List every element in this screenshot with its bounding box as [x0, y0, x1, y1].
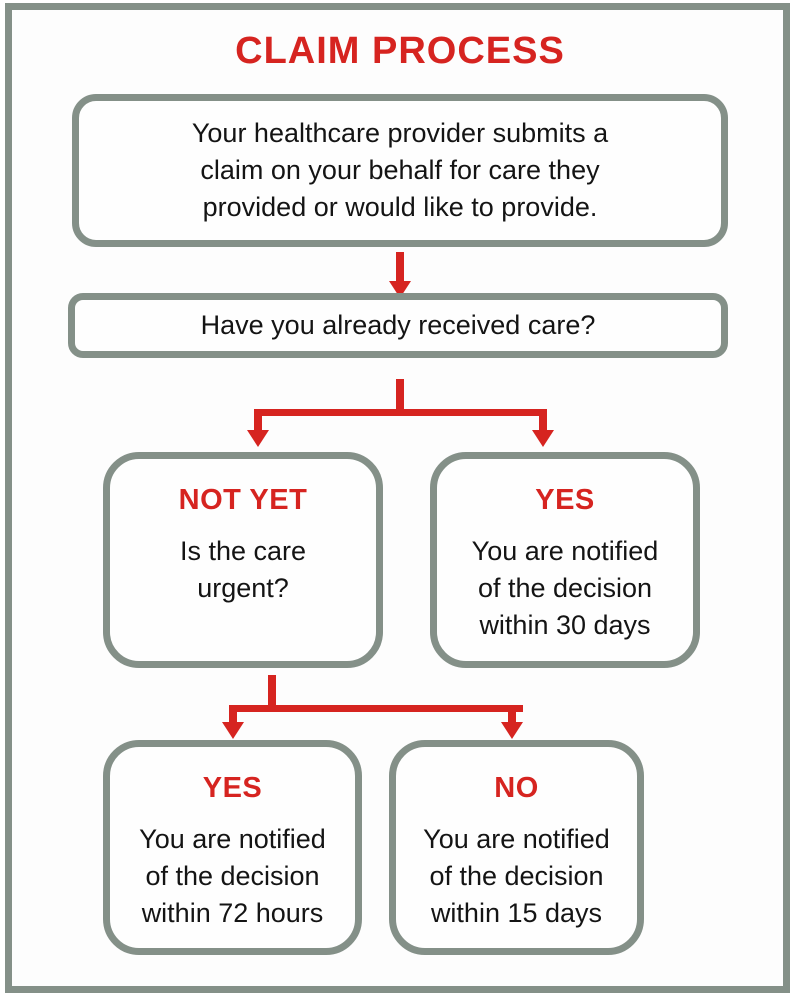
not-yet-line: Is the care [179, 536, 307, 566]
no-15-days-line: You are notified [423, 824, 610, 854]
received-care-question-box: Have you already received care? [68, 293, 728, 358]
yes-30-days-label: YES [535, 484, 595, 516]
page-title: CLAIM PROCESS [235, 30, 565, 72]
arrow-stem [539, 414, 547, 430]
arrow-down-icon [532, 430, 554, 447]
yes-72-hours-box: YES You are notified of the decision wit… [103, 740, 362, 955]
yes-72-hours-label: YES [202, 772, 263, 804]
branch-bar [229, 705, 523, 712]
arrow-stem [396, 252, 404, 284]
no-15-days-box: NO You are notified of the decision with… [389, 740, 644, 955]
arrow-stem [508, 710, 516, 724]
not-yet-line: urgent? [197, 573, 289, 603]
yes-30-days-line: You are notified [471, 536, 659, 566]
yes-30-days-line: of the decision [477, 573, 653, 603]
branch-bar [254, 409, 547, 416]
yes-72-hours-line: of the decision [145, 861, 320, 891]
not-yet-label: NOT YET [178, 484, 308, 516]
branch-stem [396, 379, 404, 409]
arrow-stem [229, 710, 237, 724]
branch-stem [268, 675, 276, 708]
yes-30-days-box: YES You are notified of the decision wit… [430, 452, 700, 668]
no-15-days-line: of the decision [429, 861, 604, 891]
no-15-days-line: within 15 days [430, 898, 603, 928]
provider-submits-claim-line: claim on your behalf for care they [200, 155, 600, 185]
provider-submits-claim-line: Your healthcare provider submits a [191, 118, 609, 148]
provider-submits-claim-line: provided or would like to provide. [202, 192, 598, 222]
received-care-question-text: Have you already received care? [200, 310, 596, 340]
arrow-down-icon [247, 430, 269, 447]
yes-72-hours-line: within 72 hours [141, 898, 324, 928]
provider-submits-claim-box: Your healthcare provider submits a claim… [72, 94, 728, 247]
yes-30-days-line: within 30 days [479, 610, 651, 640]
arrow-down-icon [501, 722, 523, 739]
arrow-stem [254, 414, 262, 430]
arrow-down-icon [222, 722, 244, 739]
not-yet-box: NOT YET Is the care urgent? [103, 452, 383, 668]
no-15-days-label: NO [494, 772, 539, 804]
yes-72-hours-line: You are notified [139, 824, 326, 854]
